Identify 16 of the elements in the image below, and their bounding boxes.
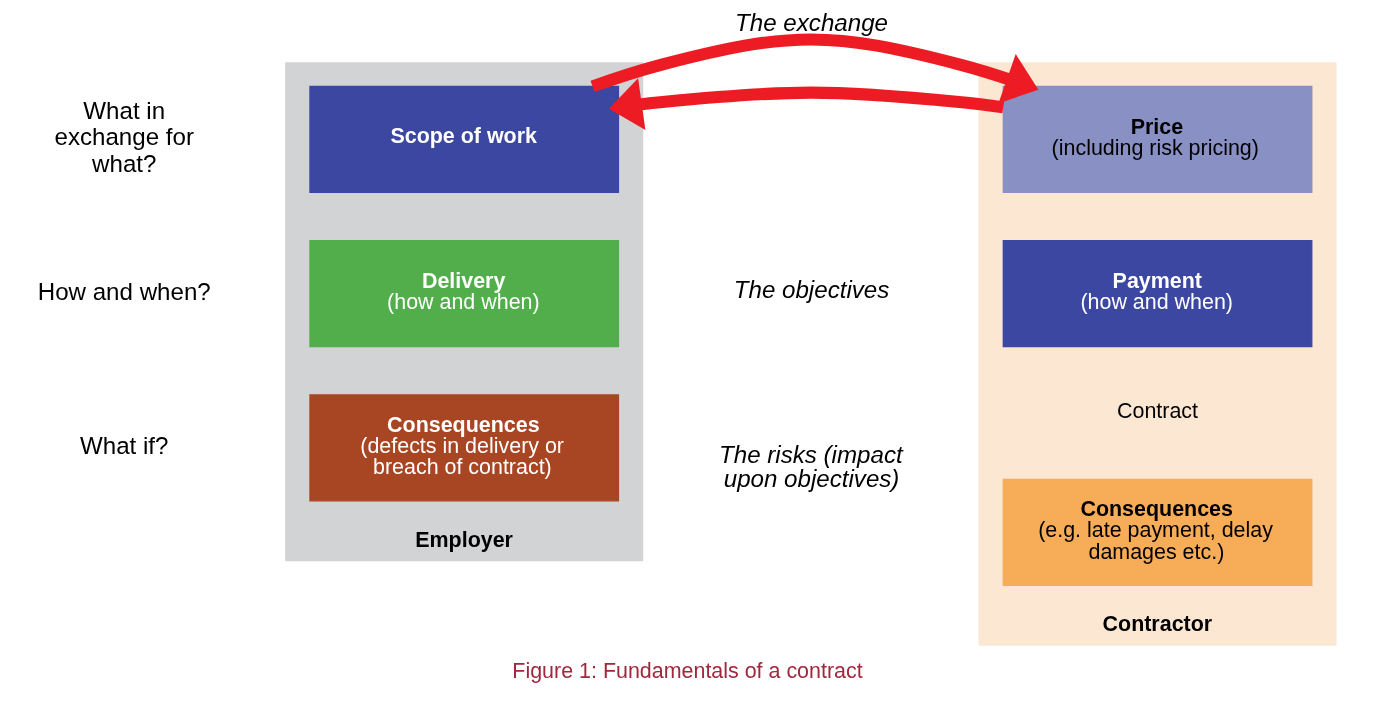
arrow [590, 33, 1039, 104]
node-box: Delivery (how and when) [309, 240, 620, 348]
node-box: Payment (how and when) [1002, 240, 1313, 348]
label: What if? [80, 431, 169, 459]
label: Contract [1117, 399, 1199, 424]
caption: Figure 1: Fundamentals of a contract [512, 659, 863, 684]
node-box: Scope of work [309, 85, 620, 194]
node-box: Consequences (e.g. late payment, delay damages etc.) [1002, 478, 1313, 586]
label: The risks (impact upon objectives) [719, 441, 903, 493]
arrow [608, 78, 1005, 131]
node-box: Consequences (defects in delivery or breach of contract) [309, 394, 620, 502]
label: What in exchange for what? [54, 96, 194, 178]
label: The objectives [733, 276, 890, 304]
edge-label: The exchange [735, 9, 889, 37]
label: How and when? [37, 277, 211, 305]
node-box: Price (including risk pricing) [1002, 85, 1313, 194]
